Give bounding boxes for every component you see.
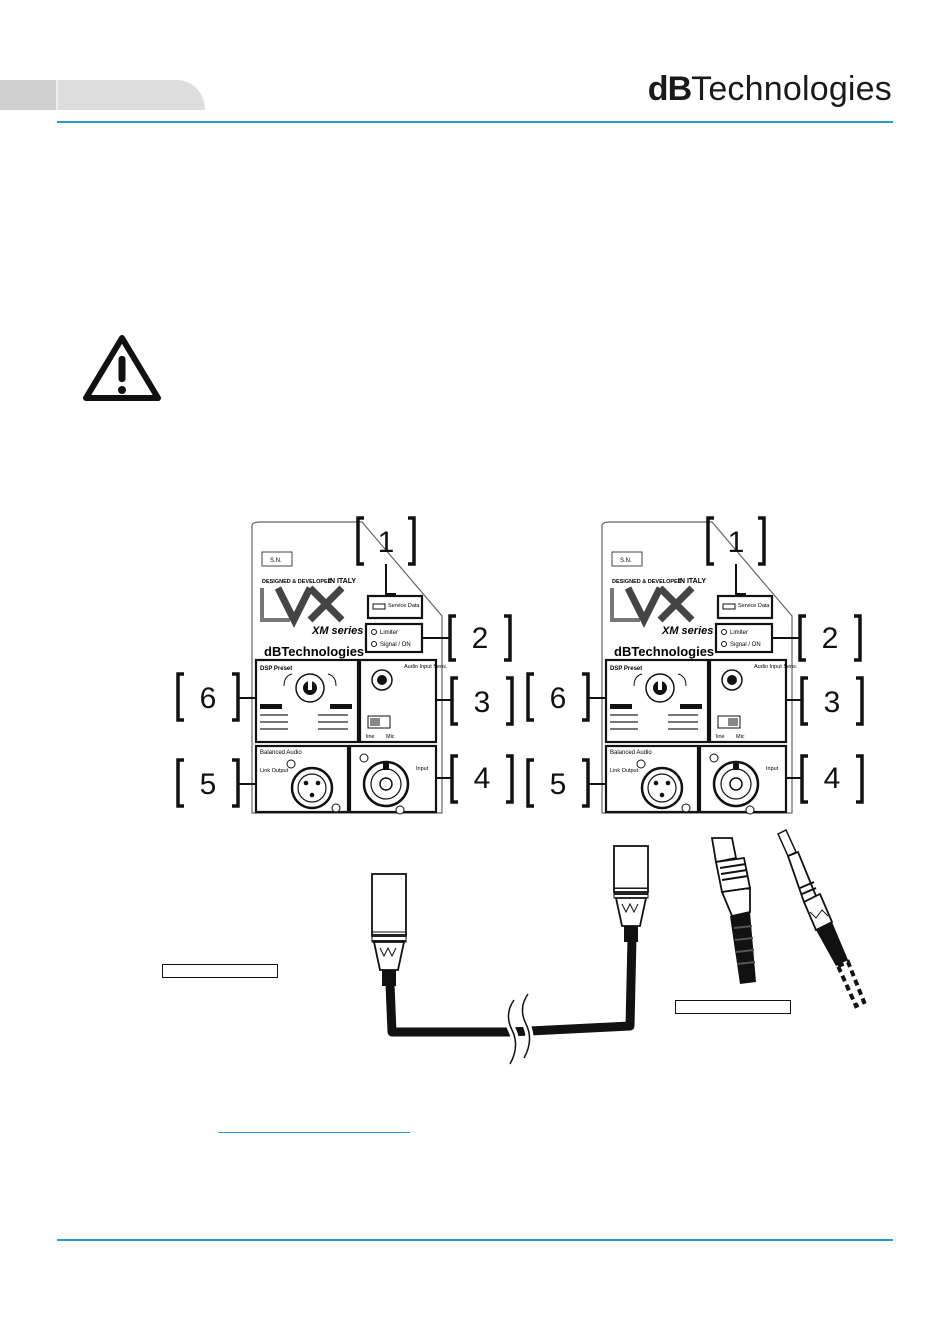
audio-sens-label: Audio Input Sens.	[754, 664, 798, 670]
serial-box	[611, 551, 643, 567]
series-label: XM series	[311, 625, 363, 637]
xlr-female-plug-icon	[613, 845, 649, 942]
callout-4: 4	[824, 762, 841, 795]
callout-6: 6	[200, 682, 217, 715]
callout-brackets	[176, 516, 864, 808]
callout-3: 3	[824, 686, 841, 719]
signal-led	[371, 641, 377, 647]
label-box-right	[675, 1000, 791, 1014]
callout-numbers: 1 2 3 4 5 6 1 2 3 4 5 6	[200, 526, 841, 801]
serial-box	[261, 551, 293, 567]
callout-6: 6	[550, 682, 567, 715]
audio-sens-label: Audio Input Sens.	[404, 664, 448, 670]
callout-2: 2	[472, 622, 489, 655]
made-country: IN ITALY	[328, 578, 356, 585]
warning-triangle-icon	[83, 335, 161, 401]
mic-label: Mic	[386, 734, 395, 740]
limiter-led	[721, 629, 727, 635]
section-tab	[0, 80, 205, 110]
lvx-logo	[260, 585, 345, 628]
jack-plug-icon	[777, 828, 867, 1009]
label-box-left	[162, 964, 278, 978]
xlr-male-plug-icon	[371, 873, 407, 986]
sn-label: S.N.	[620, 558, 632, 564]
input-label: Input	[766, 766, 779, 772]
line-label: line	[716, 734, 725, 740]
led-limiter-label: Limiter	[380, 630, 398, 636]
brand-logo: dBTechnologies	[647, 70, 892, 108]
dsp-label: DSP Preset	[260, 666, 292, 672]
service-label: Service Data	[738, 603, 770, 609]
lvx-logo	[610, 585, 695, 628]
balanced-label: Balanced Audio	[260, 750, 302, 756]
callout-3: 3	[474, 686, 491, 719]
combo-input-jack-icon	[709, 753, 760, 815]
xlr-output-jack-icon	[286, 759, 341, 813]
input-label: Input	[416, 766, 429, 772]
link-output-label: Link Output	[610, 768, 639, 774]
led-signal-label: Signal / ON	[380, 642, 411, 648]
mic-label: Mic	[736, 734, 745, 740]
signal-led	[721, 641, 727, 647]
callout-1: 1	[728, 526, 745, 559]
link-underline[interactable]	[218, 1132, 410, 1133]
usb-port-icon	[372, 603, 386, 610]
callout-5: 5	[200, 768, 217, 801]
link-output-label: Link Output	[260, 768, 289, 774]
callout-1: 1	[378, 526, 395, 559]
sn-label: S.N.	[270, 558, 282, 564]
connection-diagram: S.N. DESIGNED & DEVELOPED IN ITALY XM se…	[176, 516, 867, 1066]
made-label: DESIGNED & DEVELOPED	[262, 579, 332, 585]
xlr-link-cable	[371, 845, 649, 1066]
header-rule	[57, 121, 893, 123]
dsp-label: DSP Preset	[610, 666, 642, 672]
led-signal-label: Signal / ON	[730, 642, 761, 648]
xlr-input-plug-icon	[710, 837, 756, 984]
callout-5: 5	[550, 768, 567, 801]
callout-2: 2	[822, 622, 839, 655]
led-limiter-label: Limiter	[730, 630, 748, 636]
usb-port-icon	[722, 603, 736, 610]
panel-brand: dBTechnologies	[264, 644, 364, 659]
limiter-led	[371, 629, 377, 635]
footer-rule	[57, 1239, 893, 1241]
callout-leaders	[238, 564, 802, 785]
speaker-panel-b: S.N. DESIGNED & DEVELOPED IN ITALY XM se…	[601, 521, 798, 815]
combo-input-jack-icon	[359, 753, 410, 815]
panel-brand: dBTechnologies	[614, 644, 714, 659]
balanced-label: Balanced Audio	[610, 750, 652, 756]
callout-4: 4	[474, 762, 491, 795]
xlr-output-jack-icon	[636, 759, 691, 813]
speaker-panel-a: S.N. DESIGNED & DEVELOPED IN ITALY XM se…	[251, 521, 448, 815]
made-label: DESIGNED & DEVELOPED	[612, 579, 682, 585]
service-label: Service Data	[388, 603, 420, 609]
line-label: line	[366, 734, 375, 740]
section-tab-divider	[56, 80, 58, 110]
series-label: XM series	[661, 625, 713, 637]
made-country: IN ITALY	[678, 578, 706, 585]
